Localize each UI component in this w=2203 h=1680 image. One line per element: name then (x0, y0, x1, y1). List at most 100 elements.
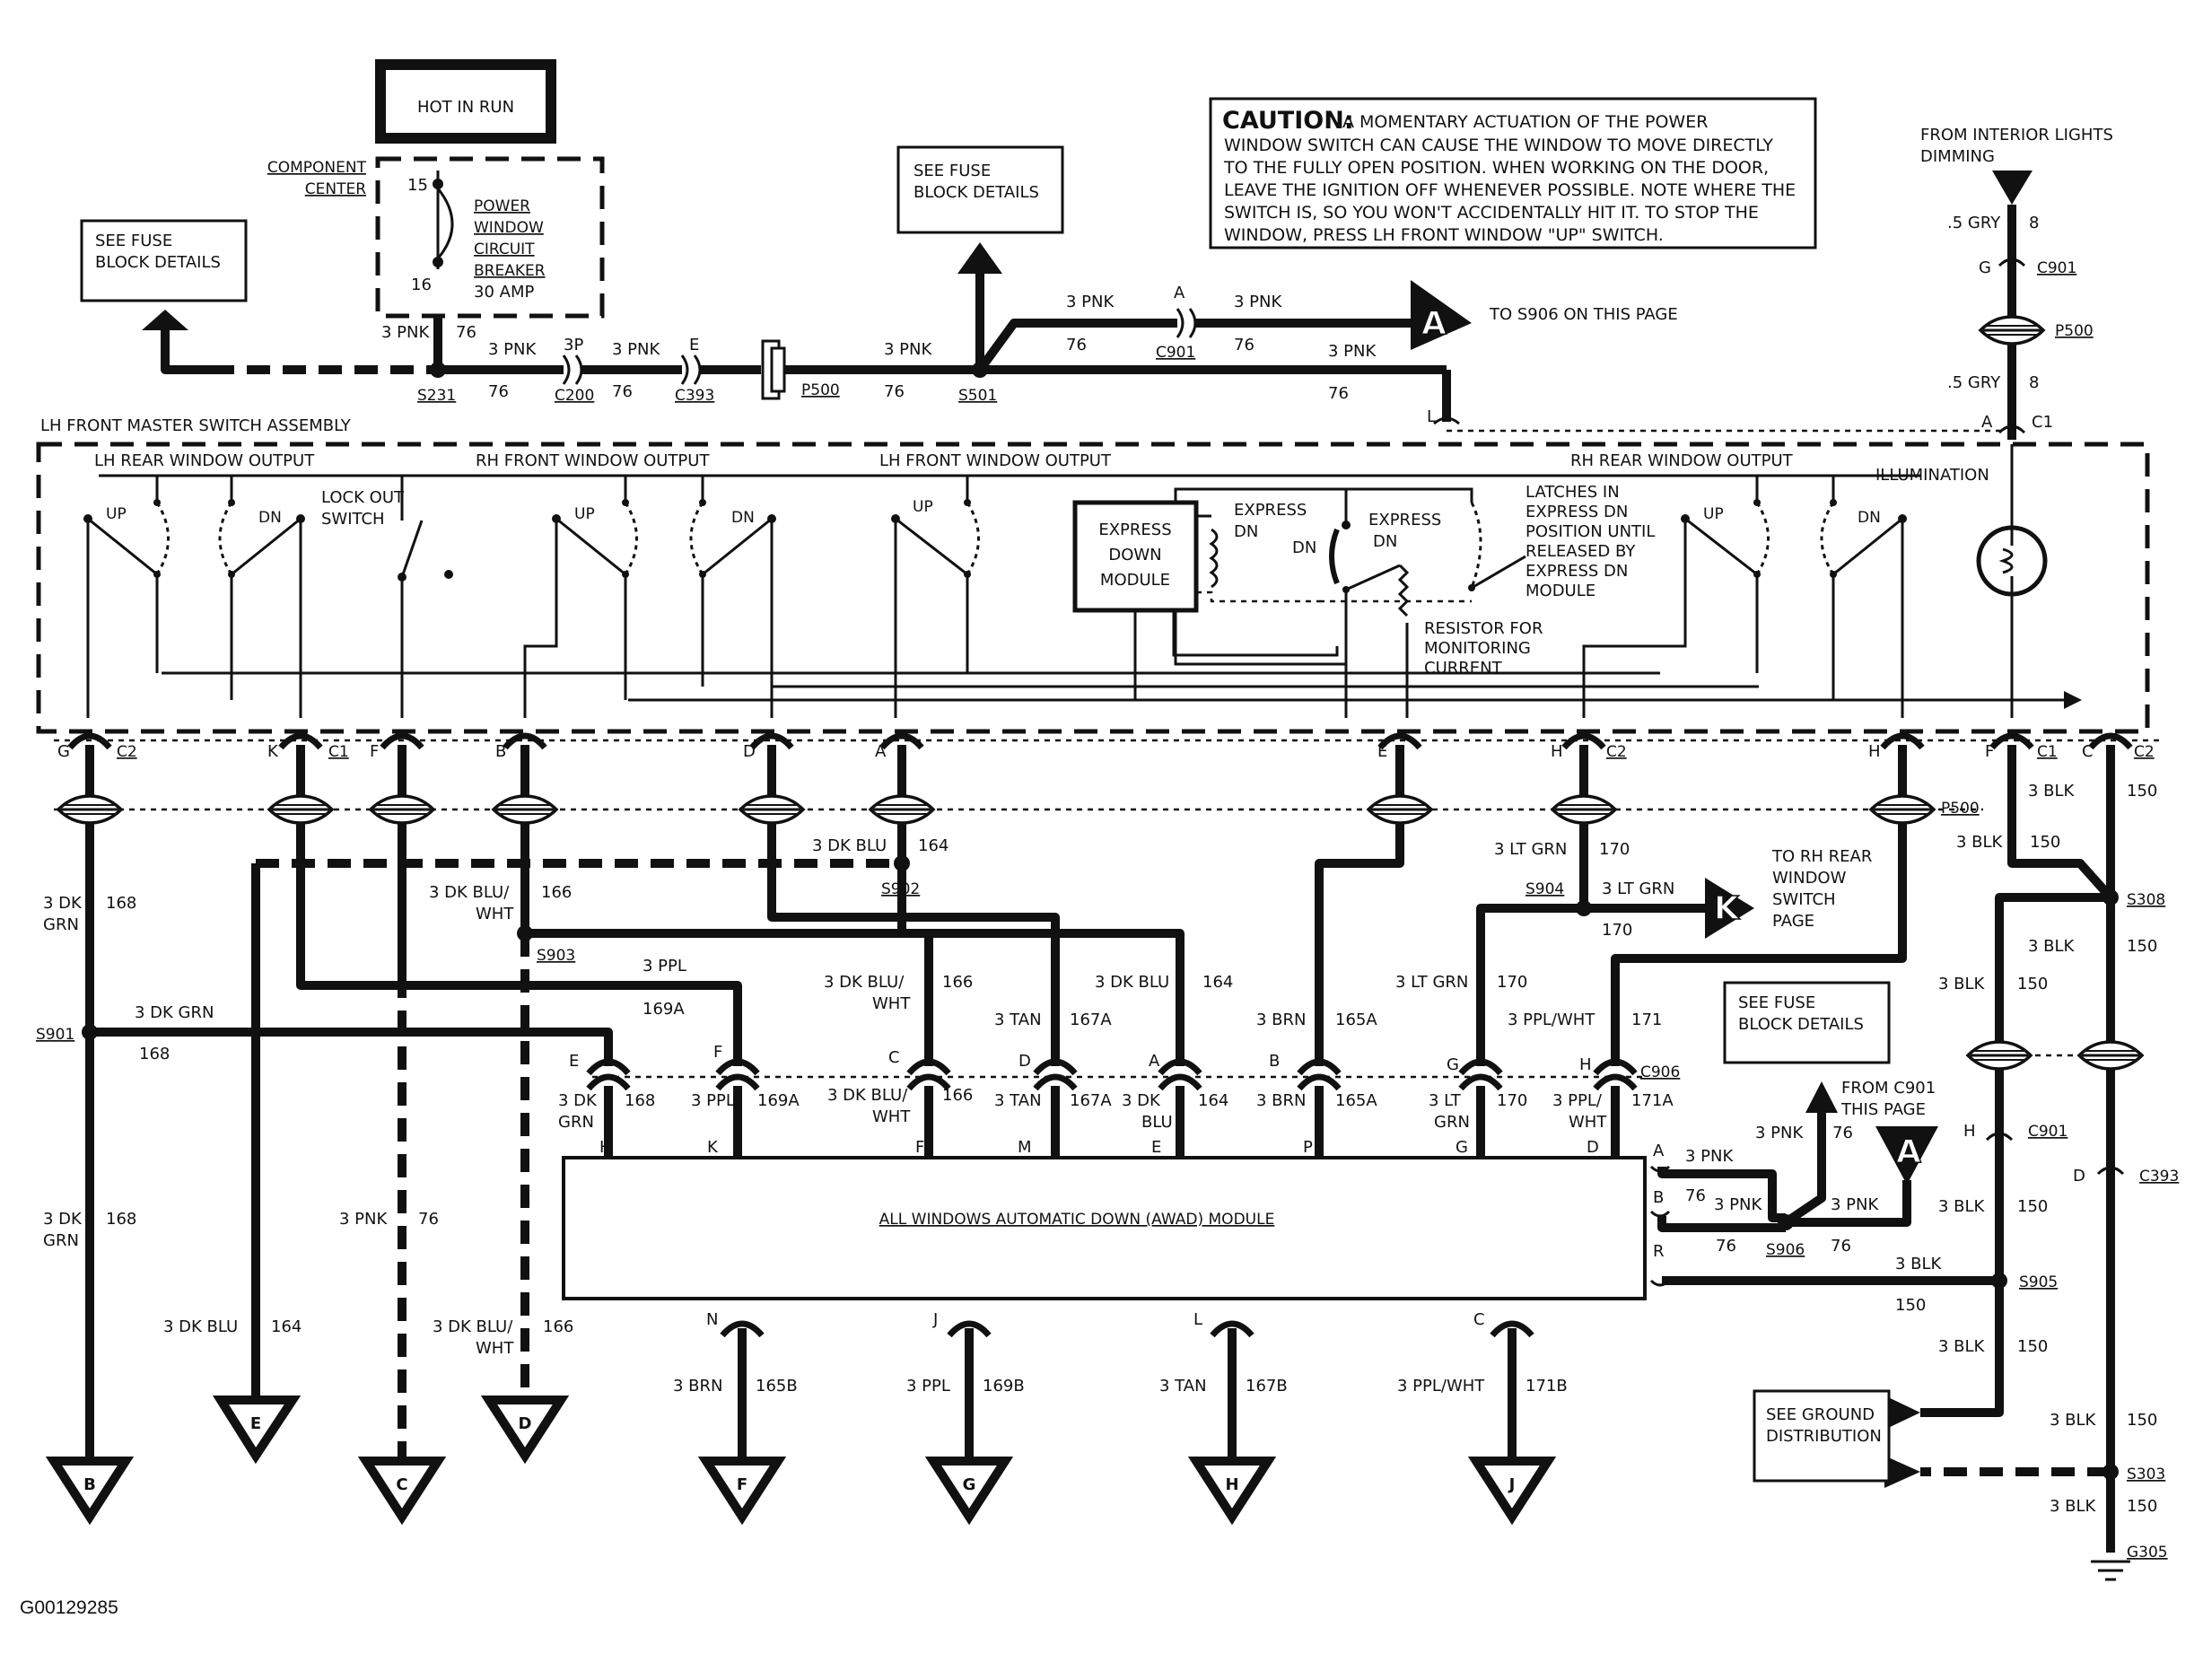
caution-line: LEAVE THE IGNITION OFF WHENEVER POSSIBLE… (1224, 180, 1796, 200)
pin-label: L (1193, 1310, 1202, 1329)
pin-label: M (1018, 1138, 1032, 1157)
wire-number: 171 (1631, 1011, 1662, 1029)
offpage-c (357, 1457, 447, 1526)
see-ground-text: SEE GROUND (1766, 1405, 1875, 1424)
wire-label: 3 BLK (1956, 833, 2004, 852)
wire-label: WHT (476, 905, 514, 923)
wire-label: 3 TAN (994, 1091, 1042, 1110)
pin-label: H (1963, 1122, 1976, 1141)
wire-label: 3 LT GRN (1494, 840, 1567, 859)
wire-number: 76 (488, 382, 509, 401)
pin-label: H (1551, 742, 1563, 761)
wire-number: 76 (418, 1210, 439, 1229)
offpage-letter: H (1225, 1475, 1238, 1494)
wire-number: 165A (1335, 1011, 1377, 1029)
connector-label: C2 (1606, 743, 1627, 761)
offpage-e (212, 1396, 302, 1465)
switch-up-label: UP (913, 498, 933, 516)
express-module-label: EXPRESS (1098, 521, 1171, 539)
component-center-outline (375, 156, 605, 319)
connector-label: P500 (1941, 800, 1980, 818)
wire-label: 3 PPL/WHT (1397, 1377, 1485, 1396)
pin-label: K (267, 742, 279, 761)
wire-label: 3 DK BLU (1095, 973, 1169, 992)
express-dn-label: EXPRESS (1368, 511, 1441, 529)
caution-line: WINDOW, PRESS LH FRONT WINDOW "UP" SWITC… (1224, 225, 1664, 245)
pin-label: H (1868, 742, 1881, 761)
wire-number: 164 (271, 1317, 302, 1336)
offpage-a-top (1411, 280, 1472, 350)
wire-number: 8 (2029, 373, 2039, 392)
wire-label: 3 BLK (2028, 782, 2076, 801)
latches-note: EXPRESS DN (1525, 562, 1628, 581)
to-s906-label: TO S906 ON THIS PAGE (1489, 305, 1678, 324)
offpage-b (45, 1457, 135, 1526)
wire-label: 3 BRN (1256, 1091, 1307, 1110)
see-fuse-text-2: BLOCK DETAILS (914, 183, 1039, 202)
wire-label: 3 DK BLU/ (827, 1086, 908, 1105)
wire-number: 167B (1246, 1377, 1288, 1396)
wire-label: 3 TAN (994, 1011, 1042, 1029)
connector-p500-top (761, 339, 786, 400)
wire-number: 150 (2017, 975, 2048, 993)
wire-label: WHT (1569, 1113, 1607, 1132)
offpage-letter: E (250, 1414, 261, 1433)
pin-label: K (707, 1138, 719, 1157)
pin-label: J (932, 1310, 938, 1329)
wire-number: 166 (942, 973, 973, 992)
wire-number: 171A (1631, 1091, 1674, 1110)
splice-label: S303 (2127, 1466, 2165, 1483)
connector-label: C1 (328, 743, 349, 761)
breaker-label-4: BREAKER (474, 262, 546, 280)
awad-module-box (562, 1156, 1647, 1300)
wire-number: 169A (643, 1000, 685, 1019)
latches-note: RELEASED BY (1525, 542, 1636, 561)
express-down-module: EXPRESS DOWN MODULE EXPRESS DN DN EXPRES… (1072, 483, 1655, 718)
pin-label: B (495, 742, 506, 761)
from-interior-lights-2: DIMMING (1920, 147, 1995, 166)
illumination-lamp (1976, 444, 2048, 718)
module-input-wires: 3 DK GRN 168 3 PPL 169A 3 DK BLU/ WHT 16… (558, 1086, 1674, 1158)
see-fuse-block-middle: SEE FUSE BLOCK DETAILS (896, 145, 1064, 234)
express-dn-label: EXPRESS (1234, 501, 1307, 520)
pin-15-label: 15 (407, 176, 428, 195)
wire-number: 150 (1895, 1296, 1926, 1315)
wire-number: 150 (2017, 1197, 2048, 1216)
wire-label: 3 DK (43, 1210, 83, 1229)
offpage-letter: G (963, 1475, 976, 1494)
wire-number: 164 (918, 836, 949, 855)
wire-label: 3 PPL (691, 1091, 735, 1110)
pin-label: G (1456, 1138, 1468, 1157)
pin-label: N (706, 1310, 718, 1329)
resistor-note: RESISTOR FOR (1424, 619, 1543, 638)
wire-label: 3 BRN (1256, 1011, 1307, 1029)
splice-label: S904 (1525, 880, 1564, 898)
offpage-j (1467, 1457, 1557, 1526)
connector-label: C1 (2037, 743, 2058, 761)
pin-label: E (1151, 1138, 1161, 1157)
wire-number: 76 (1066, 336, 1087, 354)
wire-number: 165A (1335, 1091, 1377, 1110)
offpage-arrow-icon (1992, 171, 2033, 205)
offpage-g (924, 1457, 1014, 1526)
pin-label: D (743, 742, 756, 761)
wire-label: 3 BLK (2050, 1497, 2097, 1516)
pin-label: A (1149, 1052, 1160, 1071)
pin-label: D (1018, 1052, 1031, 1071)
arrow-up-icon (957, 242, 1002, 274)
wire-label: 3 PNK (1328, 342, 1377, 361)
to-rh-rear-label: SWITCH (1772, 890, 1836, 909)
wire-label: 3 DK BLU/ (429, 883, 510, 902)
see-fuse-text-2: BLOCK DETAILS (1738, 1015, 1864, 1034)
wire-label: 3 PNK (381, 323, 430, 342)
see-ground-box: SEE GROUND DISTRIBUTION (1753, 1389, 1891, 1483)
switch-dn-label: DN (1858, 509, 1881, 527)
wire-number: 169B (983, 1377, 1025, 1396)
wire-label: 3 BLK (2050, 1411, 2097, 1430)
pin-label: F (713, 1043, 722, 1062)
pin-label: C (1473, 1310, 1485, 1329)
wire-number: 170 (1497, 973, 1527, 992)
assembly-title: LH FRONT MASTER SWITCH ASSEMBLY (40, 416, 352, 435)
wire-label: 3 PNK (884, 340, 932, 359)
